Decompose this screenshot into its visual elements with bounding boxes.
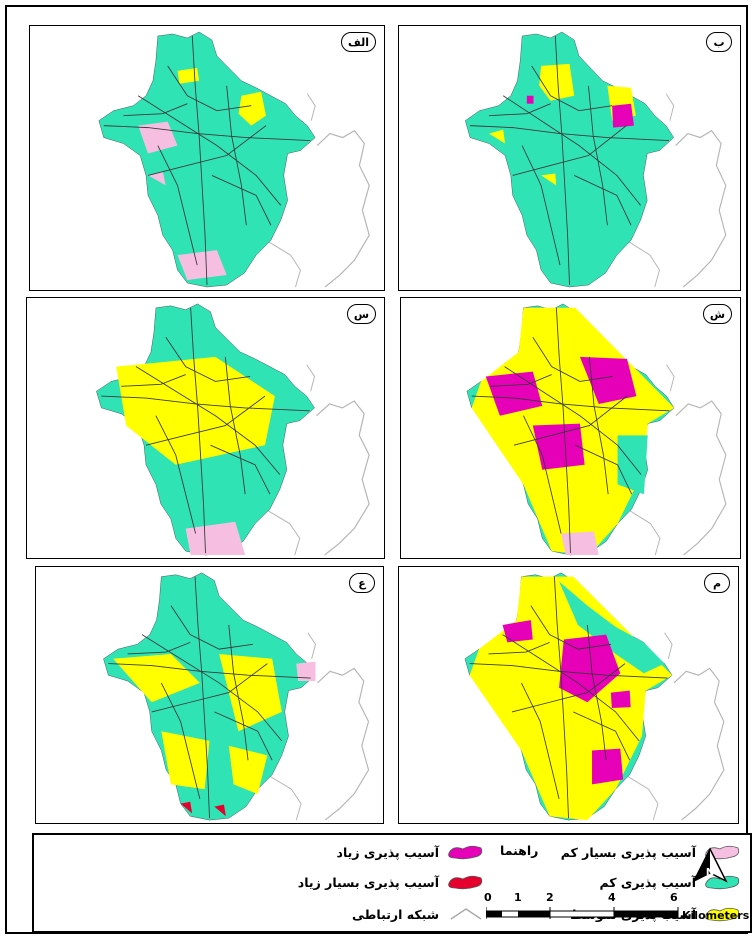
high-swatch-icon: [448, 845, 483, 860]
network-road: [664, 632, 673, 659]
road-network: [470, 35, 669, 286]
network-road: [675, 129, 727, 288]
map-panel-3: س: [26, 297, 385, 559]
patch-low: [559, 581, 665, 674]
scale-tick: 0: [484, 891, 492, 904]
road-network: [101, 307, 310, 554]
panel-label: ش: [702, 304, 732, 324]
network-road: [673, 667, 725, 821]
map-panel-6: م: [398, 566, 739, 824]
scale-tick: 4: [608, 891, 616, 904]
vulnerability-patches: [113, 653, 316, 817]
medium-swatch-icon: [705, 907, 740, 922]
road-network: [471, 307, 670, 554]
patch-high: [526, 95, 534, 104]
low-swatch-icon: [705, 875, 740, 890]
patch-medium: [219, 653, 282, 732]
scale-bar-graphic: [486, 907, 679, 919]
patch-high: [592, 748, 624, 785]
scale-tick: 1: [514, 891, 522, 904]
network-line-icon: [450, 908, 482, 920]
legend-item-high: آسیب پذیری زیاد: [337, 843, 485, 861]
network-road: [306, 93, 316, 121]
panel-label: ع: [349, 573, 375, 593]
patch-high: [502, 620, 533, 643]
network-road: [306, 364, 316, 392]
patch-medium: [238, 91, 266, 126]
network-road: [666, 364, 675, 392]
patch-high: [579, 356, 637, 404]
patch-medium: [113, 653, 200, 703]
vulnerability-map-2: [465, 31, 727, 288]
patch-high: [612, 103, 634, 128]
legend-title: راهنما: [500, 843, 539, 858]
map-panel-1: الف: [29, 25, 385, 291]
scale-bar: 0 1 2 4 6 Kilometers: [484, 891, 749, 931]
patch-high: [532, 423, 585, 470]
legend-label: شبکه ارتباطی: [352, 906, 439, 922]
patch-very-low: [296, 661, 316, 681]
city-area: [103, 572, 316, 821]
legend-item-low: آسیب پذیری کم: [599, 873, 742, 891]
city-area: [98, 31, 316, 288]
panel-label: الف: [340, 32, 376, 52]
vulnerability-map-5: [103, 572, 370, 821]
patch-very-low: [148, 171, 166, 186]
map-panel-2: ب: [398, 25, 741, 291]
patch-high: [559, 634, 621, 703]
patch-high: [610, 690, 631, 709]
vulnerability-patches: [116, 356, 275, 556]
patch-very-high: [180, 801, 193, 814]
legend-label: آسیب پذیری کم: [599, 874, 696, 890]
road-network: [469, 576, 668, 819]
scale-tick: 6: [670, 891, 678, 904]
patch-medium: [177, 67, 200, 84]
map-panel-4: ش: [400, 297, 741, 559]
scale-tick: 2: [546, 891, 554, 904]
patch-high: [485, 371, 543, 416]
patch-medium: [469, 576, 673, 821]
very-high-swatch-icon: [448, 875, 483, 890]
network-road: [675, 400, 727, 556]
road-network: [108, 576, 311, 819]
patch-medium: [116, 356, 275, 465]
patch-medium: [228, 745, 268, 795]
vulnerability-map-3: [96, 303, 370, 556]
patch-very-low: [177, 250, 227, 281]
north-arrow-icon: N: [692, 847, 728, 883]
network-road: [317, 667, 370, 821]
patch-very-high: [214, 804, 226, 817]
panel-label: ب: [706, 32, 732, 52]
network-road: [316, 129, 370, 288]
network-road: [316, 400, 370, 556]
scale-unit: Kilometers: [682, 909, 750, 922]
panel-label: س: [346, 304, 376, 324]
legend-item-network: شبکه ارتباطی: [352, 905, 485, 923]
legend-label: آسیب پذیری بسیار کم: [560, 844, 696, 860]
patch-medium: [161, 731, 210, 790]
network-road: [665, 93, 675, 121]
vulnerability-map-6: [464, 572, 725, 821]
legend-label: آسیب پذیری بسیار زیاد: [297, 874, 439, 890]
legend-item-very-high: آسیب پذیری بسیار زیاد: [298, 873, 485, 891]
vulnerability-patches: [471, 307, 675, 556]
road-network: [103, 35, 311, 286]
vulnerability-map-1: [98, 31, 370, 288]
svg-text:N: N: [706, 867, 714, 878]
patch-medium: [541, 173, 557, 186]
patch-very-low: [185, 521, 246, 556]
map-panel-5: ع: [35, 566, 384, 824]
panel-label: م: [704, 573, 730, 593]
patch-very-low: [561, 531, 599, 556]
legend: راهنما آسیب پذیری بسیار کم آسیب پذیری کم…: [32, 833, 752, 933]
network-road: [307, 632, 317, 659]
legend-label: آسیب پذیری زیاد: [336, 844, 439, 860]
patch-medium: [488, 129, 506, 144]
vulnerability-map-4: [466, 303, 727, 556]
vulnerability-patches: [469, 576, 673, 821]
patch-low: [617, 435, 648, 495]
